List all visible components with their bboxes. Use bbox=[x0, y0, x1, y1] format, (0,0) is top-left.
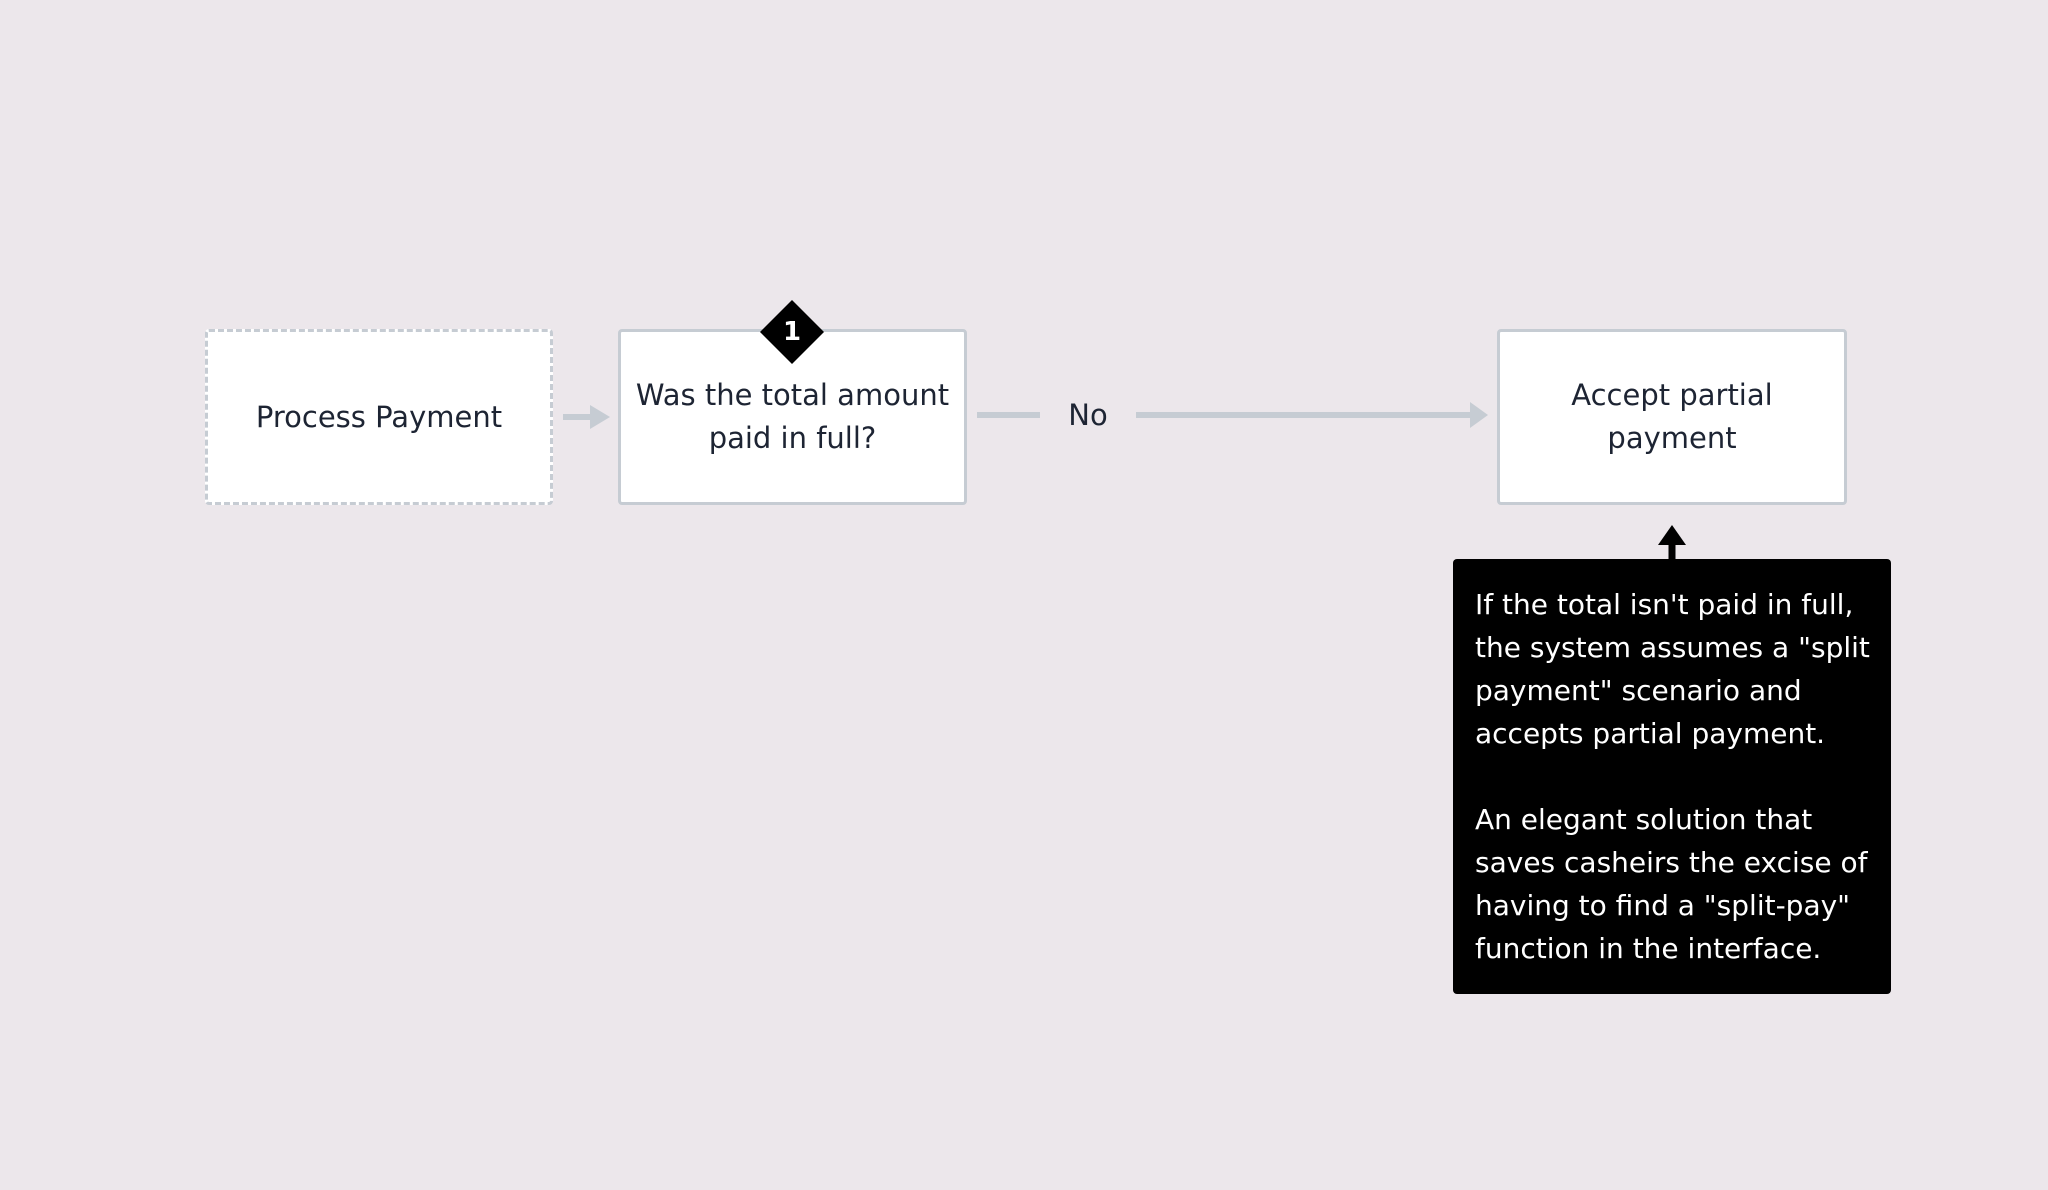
annotation-note: If the total isn't paid in full, the sys… bbox=[1453, 559, 1891, 994]
decision-label: Was the total amount paid in full? bbox=[635, 378, 950, 455]
note-paragraph-1: If the total isn't paid in full, the sys… bbox=[1475, 588, 1870, 750]
arrow-process-to-decision bbox=[563, 405, 610, 429]
accept-partial-payment-node[interactable]: Accept partial payment bbox=[1497, 329, 1847, 505]
step-badge-number: 1 bbox=[782, 317, 802, 347]
edge-label-no: No bbox=[1040, 392, 1136, 438]
process-payment-label: Process Payment bbox=[255, 399, 503, 434]
accept-partial-payment-label: Accept partial payment bbox=[1571, 378, 1773, 455]
process-payment-node[interactable]: Process Payment bbox=[205, 329, 553, 505]
step-badge: 1 bbox=[760, 300, 824, 364]
arrow-note-to-accept bbox=[1658, 525, 1686, 559]
diamond-icon bbox=[760, 300, 824, 364]
note-paragraph-2: An elegant solution that saves casheirs … bbox=[1475, 803, 1868, 965]
decision-node[interactable]: Was the total amount paid in full? bbox=[618, 329, 967, 505]
